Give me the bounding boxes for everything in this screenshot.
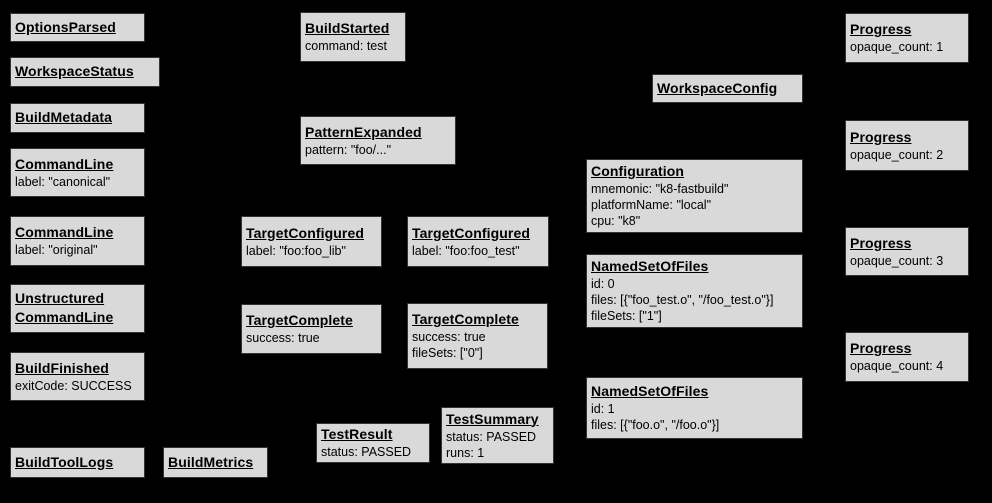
event-box-workspace-config: WorkspaceConfig [652,74,803,103]
box-title: PatternExpanded [305,123,422,140]
box-title: BuildMetadata [15,109,112,125]
box-field: runs: 1 [446,445,485,460]
box-title: TestResult [321,426,393,442]
box-field: files: [{"foo_test.o", "/foo_test.o"}] [591,293,774,307]
box-field: exitCode: SUCCESS [15,378,132,393]
event-box-command-line-canonical: CommandLine label: "canonical" [10,148,145,197]
box-field: opaque_count: 3 [850,253,944,268]
box-field: pattern: "foo/..." [305,142,392,157]
box-title: TestSummary [446,410,539,427]
event-box-progress-3: Progress opaque_count: 3 [845,227,969,276]
box-title: TargetComplete [246,312,353,328]
event-box-progress-2: Progress opaque_count: 2 [845,120,969,171]
box-title: CommandLine [15,155,114,172]
box-field: status: PASSED [446,429,537,444]
box-field: mnemonic: "k8-fastbuild" [591,182,729,196]
box-title: NamedSetOfFiles [591,258,709,274]
box-title: NamedSetOfFiles [591,383,709,399]
event-box-named-set-of-files-1: NamedSetOfFiles id: 1 files: [{"foo.o", … [586,377,803,439]
box-field: opaque_count: 1 [850,40,944,54]
event-box-workspace-status: WorkspaceStatus [10,57,160,87]
box-title: CommandLine [15,224,114,240]
event-box-options-parsed: OptionsParsed [10,13,145,42]
event-box-target-configured-lib: TargetConfigured label: "foo:foo_lib" [241,216,382,267]
box-field: cpu: "k8" [591,214,641,228]
event-box-build-metrics: BuildMetrics [163,447,268,478]
box-field: success: true [412,330,486,344]
box-field: success: true [246,331,320,345]
event-box-pattern-expanded: PatternExpanded pattern: "foo/..." [300,116,456,165]
box-field: label: "canonical" [15,174,111,189]
box-title: Configuration [591,163,685,179]
box-title: Progress [850,128,912,145]
box-field: opaque_count: 4 [850,359,944,373]
event-box-unstructured-command-line: Unstructured CommandLine [10,284,145,333]
box-field: fileSets: ["0"] [412,346,483,360]
box-title: BuildFinished [15,359,109,376]
event-box-progress-1: Progress opaque_count: 1 [845,13,969,63]
box-field: label: "foo:foo_lib" [246,243,346,258]
event-box-progress-4: Progress opaque_count: 4 [845,332,969,382]
event-box-test-summary: TestSummary status: PASSED runs: 1 [441,407,554,464]
box-title: Progress [850,340,912,356]
box-title: TargetConfigured [246,224,365,241]
box-title: WorkspaceConfig [657,79,778,96]
box-field: files: [{"foo.o", "/foo.o"}] [591,418,720,432]
box-field: label: "foo:foo_test" [412,243,520,258]
box-field: id: 1 [591,402,615,416]
event-box-target-complete-test: TargetComplete success: true fileSets: [… [407,303,548,369]
event-box-named-set-of-files-0: NamedSetOfFiles id: 0 files: [{"foo_test… [586,254,803,328]
box-title: BuildMetrics [168,453,254,470]
box-title: Progress [850,234,912,251]
box-title: Unstructured CommandLine [15,290,114,325]
event-box-build-started: BuildStarted command: test [300,12,406,62]
box-title: TargetConfigured [412,224,531,241]
box-field: opaque_count: 2 [850,147,944,162]
box-field: command: test [305,39,387,53]
box-field: fileSets: ["1"] [591,309,662,323]
event-box-configuration: Configuration mnemonic: "k8-fastbuild" p… [586,159,803,233]
event-box-build-tool-logs: BuildToolLogs [10,447,145,478]
event-box-test-result: TestResult status: PASSED [316,423,430,463]
box-title: Progress [850,21,912,37]
box-title: BuildToolLogs [15,453,114,470]
box-field: label: "original" [15,243,98,257]
box-field: status: PASSED [321,445,412,459]
box-title: BuildStarted [305,20,390,36]
box-title: OptionsParsed [15,18,116,35]
box-title: WorkspaceStatus [15,63,134,79]
box-field: id: 0 [591,277,615,291]
event-box-command-line-original: CommandLine label: "original" [10,216,145,266]
event-box-build-finished: BuildFinished exitCode: SUCCESS [10,352,145,401]
box-field: platformName: "local" [591,198,712,212]
event-box-target-complete-lib: TargetComplete success: true [241,304,382,354]
event-box-target-configured-test: TargetConfigured label: "foo:foo_test" [407,216,549,267]
box-title: TargetComplete [412,311,519,327]
event-box-build-metadata: BuildMetadata [10,103,145,133]
